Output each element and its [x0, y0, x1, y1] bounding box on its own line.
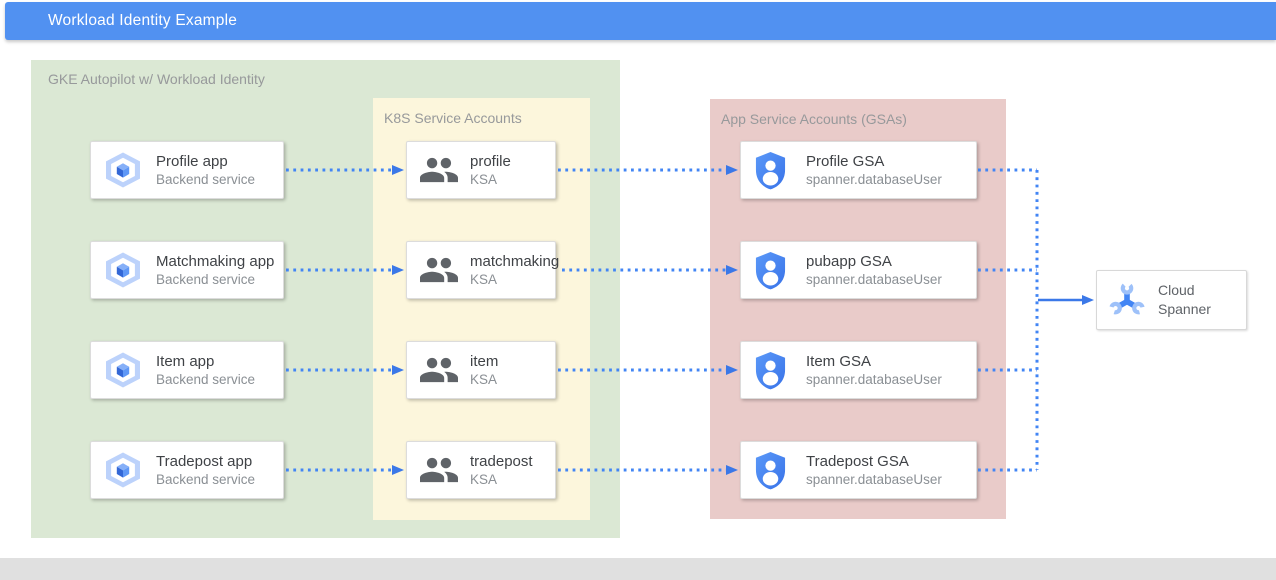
node-title: item — [470, 352, 499, 370]
node-tradepost-gsa: Tradepost GSA spanner.databaseUser — [740, 441, 977, 499]
node-subtitle: spanner.databaseUser — [806, 171, 942, 187]
node-title: Profile app — [156, 152, 228, 170]
node-subtitle: spanner.databaseUser — [806, 271, 942, 287]
node-title-line2: Spanner — [1158, 301, 1211, 317]
shield-person-icon — [754, 451, 787, 490]
node-tradepost-ksa: tradepost KSA — [406, 441, 556, 499]
shield-person-icon — [754, 251, 787, 290]
gke-hexagon-icon — [103, 252, 143, 288]
node-item-app: Item app Backend service — [90, 341, 284, 399]
gke-hexagon-icon — [103, 352, 143, 388]
zone-gke-label: GKE Autopilot w/ Workload Identity — [48, 71, 265, 87]
shield-person-icon — [754, 351, 787, 390]
node-subtitle: KSA — [470, 471, 498, 487]
node-matchmaking-ksa: matchmaking KSA — [406, 241, 560, 299]
node-subtitle: Backend service — [156, 471, 256, 487]
node-title: Tradepost GSA — [806, 452, 909, 470]
zone-ksa-label: K8S Service Accounts — [384, 110, 522, 126]
node-pubapp-gsa: pubapp GSA spanner.databaseUser — [740, 241, 977, 299]
node-matchmaking-app: Matchmaking app Backend service — [90, 241, 284, 299]
footer-bar — [0, 558, 1276, 580]
node-profile-app: Profile app Backend service — [90, 141, 284, 199]
node-title: pubapp GSA — [806, 252, 892, 270]
node-title: tradepost — [470, 452, 533, 470]
shield-person-icon — [754, 151, 787, 190]
people-icon — [420, 356, 458, 384]
node-subtitle: Backend service — [156, 271, 256, 287]
zone-gsa-label: App Service Accounts (GSAs) — [721, 111, 907, 127]
node-subtitle: Backend service — [156, 171, 256, 187]
node-subtitle: spanner.databaseUser — [806, 371, 942, 387]
node-tradepost-app: Tradepost app Backend service — [90, 441, 284, 499]
node-subtitle: Backend service — [156, 371, 256, 387]
node-title: profile — [470, 152, 511, 170]
node-title-line1: Cloud — [1158, 282, 1195, 298]
node-cloud-spanner: Cloud Spanner — [1096, 270, 1247, 330]
node-subtitle: spanner.databaseUser — [806, 471, 942, 487]
node-subtitle: KSA — [470, 271, 498, 287]
node-title: Matchmaking app — [156, 252, 275, 270]
node-item-gsa: Item GSA spanner.databaseUser — [740, 341, 977, 399]
node-title: Profile GSA — [806, 152, 885, 170]
node-profile-ksa: profile KSA — [406, 141, 556, 199]
node-title: Item GSA — [806, 352, 872, 370]
people-icon — [420, 156, 458, 184]
people-icon — [420, 256, 458, 284]
people-icon — [420, 456, 458, 484]
node-title: Tradepost app — [156, 452, 253, 470]
node-subtitle: KSA — [470, 171, 498, 187]
gke-hexagon-icon — [103, 152, 143, 188]
title-bar: Workload Identity Example — [5, 2, 1276, 40]
node-subtitle: KSA — [470, 371, 498, 387]
node-item-ksa: item KSA — [406, 341, 556, 399]
gke-hexagon-icon — [103, 452, 143, 488]
node-title: Item app — [156, 352, 215, 370]
node-profile-gsa: Profile GSA spanner.databaseUser — [740, 141, 977, 199]
page-title: Workload Identity Example — [48, 12, 238, 29]
cloud-spanner-icon — [1109, 282, 1145, 318]
node-title: matchmaking — [470, 252, 560, 270]
